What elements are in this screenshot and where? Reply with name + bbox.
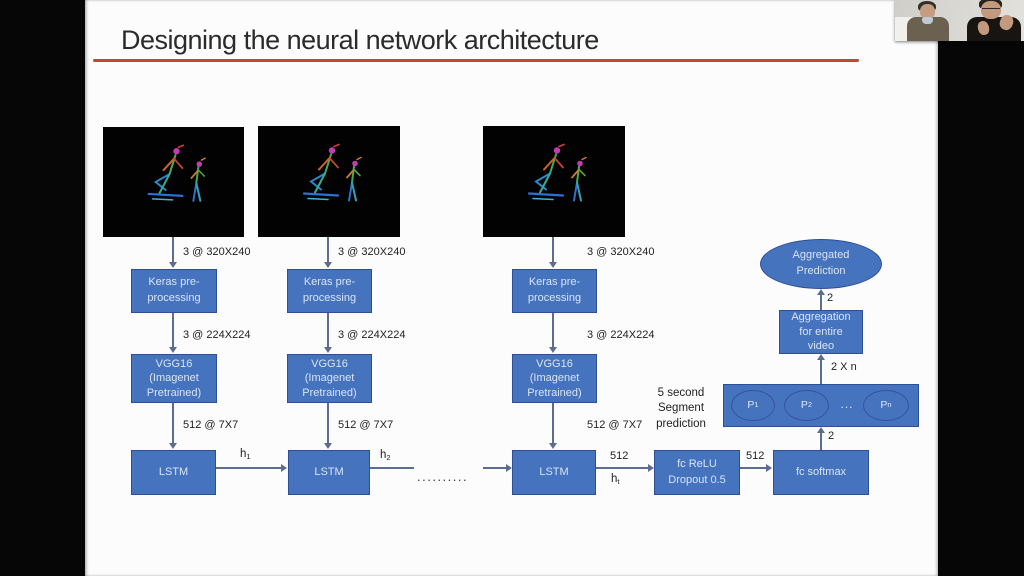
presenter-right-head (981, 1, 1001, 19)
arrow-frame-to-keras-2 (327, 237, 329, 263)
tensor-size-label: 3 @ 224X224 (587, 329, 655, 341)
arrowhead-up-icon (817, 289, 825, 295)
tensor-size-label: 3 @ 224X224 (338, 329, 406, 341)
fc-output-size-label: 512 (746, 450, 765, 462)
arrowhead-down-icon (169, 347, 177, 353)
arrowhead-up-icon (817, 427, 825, 433)
arrow-vgg-to-lstm-2 (327, 403, 329, 444)
arrow-keras-to-vgg-2 (327, 313, 329, 348)
h-base: h (240, 448, 247, 460)
tensor-size-label: 3 @ 320X240 (338, 246, 406, 258)
aggregated-prediction-ellipse: Aggregated Prediction (760, 239, 882, 289)
arrow-lstm3-to-fcrelu (596, 467, 648, 469)
lstm-box-3: LSTM (512, 450, 596, 495)
keras-preprocessing-box-1: Keras pre- processing (131, 269, 217, 313)
arrow-vgg-to-lstm-1 (172, 403, 174, 444)
segment-ellipsis: ... (840, 397, 854, 411)
tensor-size-label: 512 @ 7X7 (587, 419, 643, 431)
segments-output-size-label: 2 X n (831, 361, 857, 373)
h-sub: t (617, 477, 620, 486)
p-base: P (747, 398, 755, 411)
arrowhead-right-icon (766, 464, 772, 472)
hidden-state-label-ht: ht (611, 473, 620, 486)
hidden-state-label-h2: h2 (380, 449, 391, 462)
h-base: h (611, 473, 618, 485)
tensor-size-label: 3 @ 224X224 (183, 329, 251, 341)
skeleton-figure-icon (302, 143, 362, 202)
arrow-fcrelu-to-softmax (740, 467, 767, 469)
arrowhead-down-icon (549, 262, 557, 268)
pose-frame-3 (483, 126, 625, 237)
arrow-keras-to-vgg-1 (172, 313, 174, 348)
arrow-lstm1-to-lstm2 (216, 467, 281, 469)
tensor-size-label: 512 @ 7X7 (183, 419, 239, 431)
aggregation-output-size-label: 2 (827, 292, 834, 304)
hidden-state-label-h1: h1 (240, 448, 251, 461)
lstm-box-1: LSTM (131, 450, 216, 495)
line-lstm2-out (370, 467, 414, 469)
p-sub: n (887, 400, 892, 410)
webcam-overlay[interactable] (895, 0, 1024, 41)
arrow-frame-to-keras-3 (552, 237, 554, 263)
arrowhead-down-icon (169, 262, 177, 268)
arrow-frame-to-keras-1 (172, 237, 174, 263)
arrowhead-down-icon (324, 443, 332, 449)
title-underline (93, 59, 859, 62)
vgg16-box-3: VGG16 (Imagenet Pretrained) (512, 354, 597, 403)
tensor-size-label: 3 @ 320X240 (183, 246, 251, 258)
lstm-box-2: LSTM (288, 450, 370, 495)
fc-relu-dropout-box: fc ReLU Dropout 0.5 (654, 450, 740, 495)
tensor-size-label: 512 @ 7X7 (338, 419, 394, 431)
arrow-into-lstm3 (483, 467, 506, 469)
pose-frame-2 (258, 126, 400, 237)
keras-preprocessing-box-3: Keras pre- processing (512, 269, 597, 313)
h-sub: 1 (246, 452, 251, 461)
presenter-right-glasses (982, 8, 1000, 12)
h-base: h (380, 449, 387, 461)
p-sub: 2 (807, 400, 813, 410)
softmax-output-size-label: 2 (828, 430, 835, 442)
keras-preprocessing-box-2: Keras pre- processing (287, 269, 372, 313)
aggregation-box: Aggregation for entire video (779, 310, 863, 354)
arrowhead-down-icon (324, 262, 332, 268)
vgg16-box-2: VGG16 (Imagenet Pretrained) (287, 354, 372, 403)
arrowhead-right-icon (281, 464, 287, 472)
presenter-left-head (920, 4, 935, 19)
arrowhead-down-icon (549, 443, 557, 449)
sequence-ellipsis: .......... (417, 469, 469, 484)
arrow-vgg-to-lstm-3 (552, 403, 554, 444)
h-sub: 2 (386, 453, 391, 462)
arrow-softmax-to-segments (820, 433, 822, 450)
arrow-segments-to-aggregation (820, 360, 822, 384)
segment-prediction-caption: 5 second Segment prediction (656, 387, 706, 430)
arrowhead-right-icon (648, 464, 654, 472)
p-sub: 1 (754, 400, 759, 410)
arrowhead-down-icon (549, 347, 557, 353)
arrow-keras-to-vgg-3 (552, 313, 554, 348)
presenter-left-collar (922, 17, 933, 24)
p-base: P (800, 398, 808, 411)
arrowhead-right-icon (506, 464, 512, 472)
skeleton-figure-icon (527, 143, 587, 202)
lstm-output-size-label: 512 (610, 450, 629, 462)
arrowhead-down-icon (169, 443, 177, 449)
pose-frame-1 (103, 127, 244, 237)
p-base: P (880, 398, 888, 411)
fc-softmax-box: fc softmax (773, 450, 869, 495)
tensor-size-label: 3 @ 320X240 (587, 246, 655, 258)
vgg16-box-1: VGG16 (Imagenet Pretrained) (131, 354, 217, 403)
arrowhead-up-icon (817, 354, 825, 360)
skeleton-figure-icon (147, 144, 206, 202)
slide-title: Designing the neural network architectur… (121, 25, 599, 55)
arrowhead-down-icon (324, 347, 332, 353)
arrow-aggregation-to-prediction (820, 295, 822, 310)
